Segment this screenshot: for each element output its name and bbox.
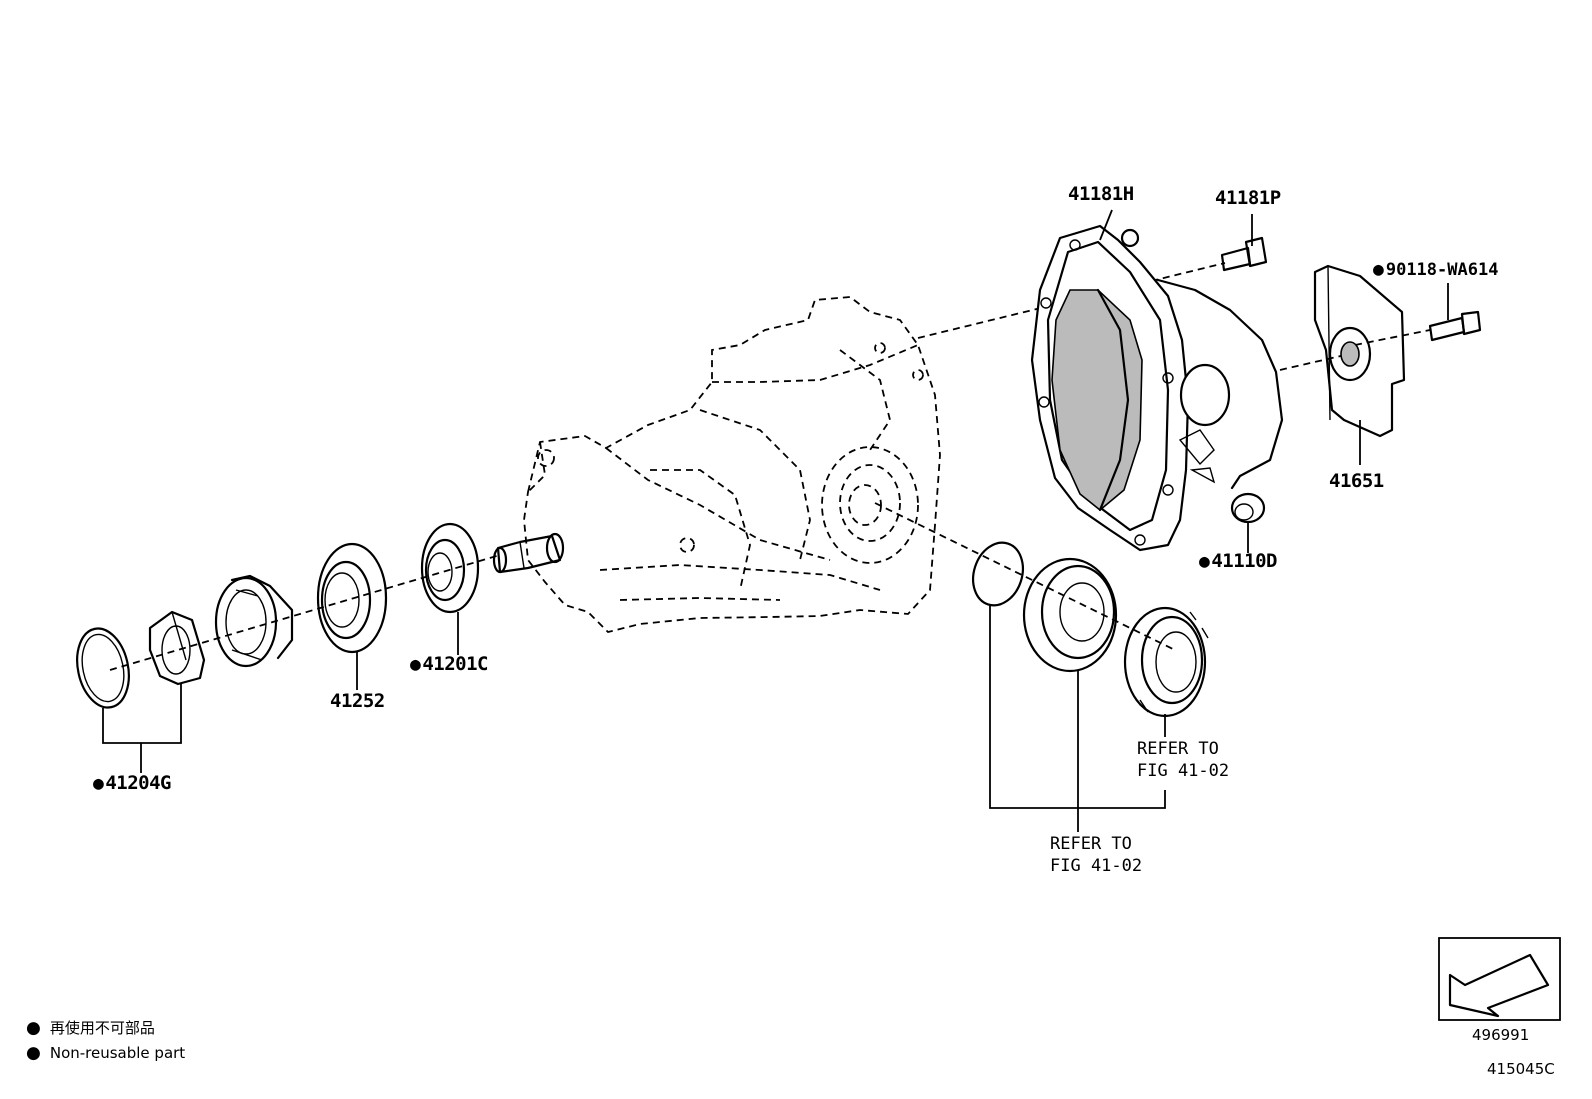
part-41181H-cover xyxy=(1030,224,1284,552)
label-41110D: 41110D xyxy=(1199,550,1277,572)
refer-note-lower-line2: FIG 41-02 xyxy=(1050,856,1143,876)
filled-circle-icon: ● xyxy=(26,1043,41,1063)
legend-en: ● Non-reusable part xyxy=(26,1045,185,1062)
refer-note-lower: REFER TO FIG 41-02 xyxy=(1050,833,1142,877)
filled-circle-icon xyxy=(93,772,105,794)
label-41181P: 41181P xyxy=(1215,187,1281,209)
filled-circle-icon xyxy=(1373,260,1386,280)
label-41252: 41252 xyxy=(330,690,385,712)
assembly-axis-lines xyxy=(109,262,1431,671)
label-41201C: 41201C xyxy=(410,653,488,675)
part-41201C-bearing xyxy=(420,522,480,614)
refer-note-upper-line2: FIG 41-02 xyxy=(1137,761,1230,781)
differential-carrier-housing xyxy=(523,296,941,633)
leader-lines xyxy=(102,209,1449,832)
refer-note-upper-line1: REFER TO xyxy=(1137,739,1219,759)
part-90118-bolt xyxy=(1428,310,1482,342)
side-bearing xyxy=(1022,557,1118,673)
part-41204G-nut xyxy=(148,610,206,686)
filled-circle-icon: ● xyxy=(26,1018,41,1038)
legend-jp: ● 再使用不可部品 xyxy=(26,1020,155,1037)
filled-circle-icon xyxy=(1199,550,1211,572)
label-41204G: 41204G xyxy=(93,772,171,794)
label-90118-WA614: 90118-WA614 xyxy=(1373,259,1498,281)
figure-code: 415045C xyxy=(1487,1060,1555,1078)
label-41651: 41651 xyxy=(1329,470,1384,492)
filled-circle-icon xyxy=(410,653,422,675)
part-41181P-bolt xyxy=(1220,236,1268,272)
refer-note-upper: REFER TO FIG 41-02 xyxy=(1137,738,1229,782)
legend-jp-text: 再使用不可部品 xyxy=(49,1019,155,1037)
view-code: 496991 xyxy=(1472,1026,1530,1044)
side-snap-ring xyxy=(972,541,1024,607)
pinion-shaft xyxy=(492,532,565,574)
legend-en-text: Non-reusable part xyxy=(49,1044,186,1062)
refer-note-lower-line1: REFER TO xyxy=(1050,834,1132,854)
side-adjusting-nut xyxy=(1123,606,1209,718)
part-41204G-ring xyxy=(76,627,130,709)
part-41110D-plug xyxy=(1230,492,1266,524)
view-direction-box xyxy=(1438,937,1561,1021)
part-41651-bracket xyxy=(1313,264,1406,438)
arrow-icon xyxy=(1448,953,1550,1018)
label-41181H: 41181H xyxy=(1068,183,1134,205)
part-41252-seal xyxy=(316,542,388,654)
companion-flange xyxy=(214,574,294,668)
